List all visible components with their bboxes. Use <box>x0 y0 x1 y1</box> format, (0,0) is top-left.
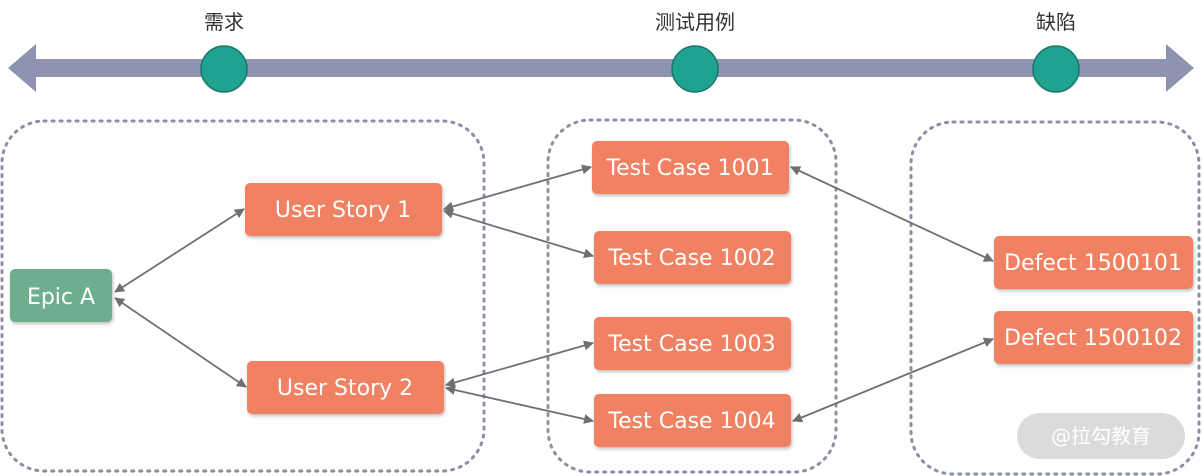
group-defects <box>909 120 1201 476</box>
test-case-node[interactable]: Test Case 1004 <box>594 394 791 447</box>
connectors <box>114 164 994 424</box>
test-case-node[interactable]: Test Case 1003 <box>594 317 791 370</box>
milestone-test-case-dot <box>671 45 719 93</box>
epic-label: Epic A <box>27 285 95 310</box>
test-case-label: Test Case 1003 <box>607 332 775 357</box>
group-requirements <box>0 119 486 473</box>
stage-label-defect: 缺陷 <box>1036 10 1076 34</box>
epic-node[interactable]: Epic A <box>10 269 112 322</box>
test-case-node[interactable]: Test Case 1001 <box>592 141 789 194</box>
test-case-node[interactable]: Test Case 1002 <box>594 231 791 284</box>
test-case-label: Test Case 1004 <box>607 409 775 434</box>
defect-node[interactable]: Defect 1500101 <box>994 236 1193 289</box>
link-tc1004-defect2 <box>792 337 994 423</box>
stage-label-requirement: 需求 <box>204 10 244 34</box>
link-tc1001-defect1 <box>790 166 994 262</box>
user-story-label: User Story 1 <box>275 198 411 223</box>
link-story1-tc1001 <box>443 164 592 212</box>
milestone-defect-dot <box>1032 45 1080 93</box>
user-story-label: User Story 2 <box>277 376 413 401</box>
user-story-node[interactable]: User Story 1 <box>245 183 442 236</box>
watermark: @拉勾教育 <box>1017 413 1185 459</box>
user-story-node[interactable]: User Story 2 <box>247 361 444 414</box>
test-case-label: Test Case 1001 <box>605 156 773 181</box>
test-case-label: Test Case 1002 <box>607 246 775 271</box>
link-story2-tc1003 <box>445 340 594 388</box>
defect-node[interactable]: Defect 1500102 <box>994 311 1193 364</box>
group-test-cases <box>546 118 838 474</box>
link-epic-story2 <box>114 297 247 388</box>
stage-label-test-case: 测试用例 <box>655 10 735 34</box>
timeline-arrow <box>8 44 1194 92</box>
watermark-text: @拉勾教育 <box>1051 424 1151 448</box>
milestone-requirement-dot <box>200 45 248 93</box>
link-epic-story1 <box>114 208 245 293</box>
link-story2-tc1004 <box>445 385 594 424</box>
defect-label: Defect 1500102 <box>1004 326 1182 351</box>
defect-label: Defect 1500101 <box>1004 251 1182 276</box>
link-story1-tc1002 <box>443 208 594 259</box>
